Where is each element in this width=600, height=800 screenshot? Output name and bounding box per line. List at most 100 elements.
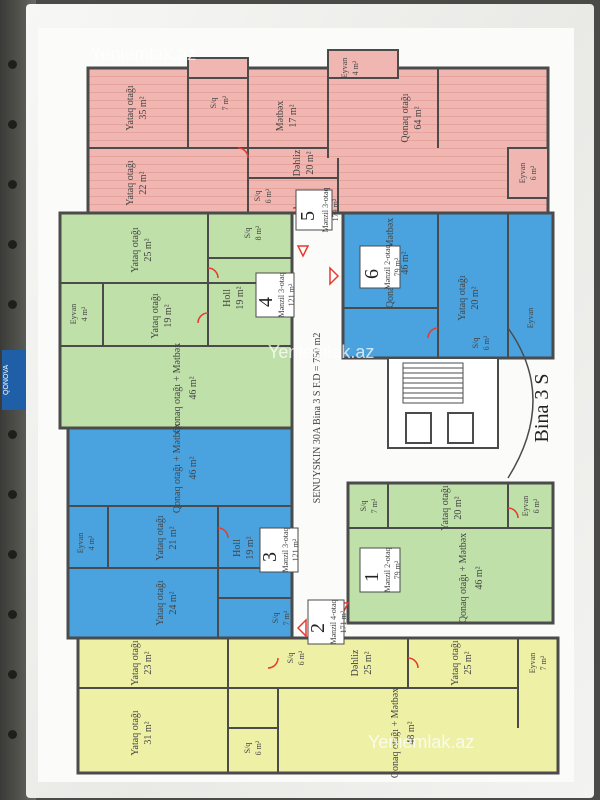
room-name: Holl [222, 289, 233, 307]
room-name: S/q [286, 653, 295, 664]
room-name: S/q [253, 191, 262, 202]
apartment-area: 179 m² [331, 198, 340, 221]
room-area: 7 m² [282, 610, 291, 625]
apartment-tag-1: 1 Mənzil 2-otaq 79 m² [359, 547, 402, 593]
room-area: 46 m² [188, 456, 199, 479]
room-name: Yataq otağı [130, 640, 141, 686]
punch-hole [8, 60, 17, 69]
punch-hole [8, 550, 17, 559]
room-name: Eyvan [69, 304, 78, 324]
building-note: SENUYSKIN 30A Bina 3 S F.D = 750 m2 [312, 333, 323, 504]
room-area: 24 m² [168, 591, 179, 614]
room-area: 46 m² [400, 251, 411, 274]
room-name: Mətbəx [275, 101, 286, 132]
stair-core [387, 327, 534, 479]
punch-hole [8, 430, 17, 439]
room-name: Dəhliz [292, 149, 303, 176]
punch-hole [8, 120, 17, 129]
room-area: 20 m² [470, 286, 481, 309]
room-area: 4 m² [87, 535, 96, 550]
room-area: 7 m² [370, 498, 379, 513]
apartment-type: Mənzil 3-otaq [321, 187, 330, 232]
punch-hole [8, 730, 17, 739]
apartment-tag-3: 3 Mənzil 3-otaq 121 m² [259, 527, 300, 572]
room-name: Qonaq otağı + Mətbəx [390, 688, 401, 778]
apartment-number: 1 [361, 572, 383, 582]
room-name: Qonaq otağı + Mətbəx [172, 343, 183, 433]
apartment-area: 121 m² [287, 283, 296, 306]
punch-hole [8, 180, 17, 189]
room-area: 21 m² [168, 526, 179, 549]
room-name: Yataq otağı [125, 160, 136, 206]
room-name: Yataq otağı [450, 640, 461, 686]
room-name: Yataq otağı [125, 85, 136, 131]
apartment-tag-2: 2 Mənzil 4-otaq 171 m² [307, 599, 348, 644]
apartment-number: 6 [361, 269, 383, 279]
room-name: Yataq otağı [457, 275, 468, 321]
room-area: 6 m² [297, 650, 306, 665]
room-area: 20 m² [305, 151, 316, 174]
apartment-tags: 5 Mənzil 3-otaq 179 m² 6 Mənzil 2-otaq 7… [255, 187, 402, 644]
room-area: 6 m² [529, 165, 538, 180]
apartment-number: 3 [259, 552, 281, 562]
punch-hole [8, 610, 17, 619]
room-name: Eyvan [518, 163, 527, 183]
apartment-3 [66, 426, 294, 640]
watermark: Yeniemlak.az [90, 44, 196, 64]
apartment-type: Mənzil 3-otaq [277, 272, 286, 317]
apartment-4-area [58, 211, 294, 430]
room-area: 22 m² [138, 171, 149, 194]
room-outline [187, 57, 249, 79]
room-name: Qonaq otağı + Mətbəx [172, 423, 183, 513]
room-name: Eyvan [340, 58, 349, 78]
room-area: 64 m² [413, 106, 424, 129]
room-outline [327, 49, 399, 79]
room-name: Eyvan [521, 496, 530, 516]
room-area: 6 m² [264, 188, 273, 203]
apartment-area: 79 m² [393, 560, 402, 579]
apartment-type: Mənzil 3-otaq [281, 527, 290, 572]
room-name: Yataq otağı [150, 293, 161, 339]
room-name: Qonaq otağı + Mətbəx [458, 533, 469, 623]
room-area: 20 m² [453, 496, 464, 519]
room-outline [507, 147, 549, 199]
apartment-number: 4 [255, 297, 277, 307]
apartment-area: 171 m² [339, 610, 348, 633]
punch-hole [8, 300, 17, 309]
room-name: Yataq otağı [130, 710, 141, 756]
room-area: 48 m² [406, 721, 417, 744]
apartment-type: Mənzil 4-otaq [329, 599, 338, 644]
room-name: S/q [243, 743, 252, 754]
room-name: Holl [232, 539, 243, 557]
room-area: 19 m² [163, 304, 174, 327]
punch-hole [8, 670, 17, 679]
room-name: S/q [243, 228, 252, 239]
room-area: 19 m² [235, 286, 246, 309]
entry-markers [296, 245, 350, 638]
apartment-number: 2 [307, 623, 329, 633]
apartment-3-area [66, 426, 294, 640]
apartment-area: 121 m² [291, 538, 300, 561]
room-area: 25 m² [363, 651, 374, 674]
room-area: 46 m² [188, 376, 199, 399]
apartment-tag-4: 4 Mənzil 3-otaq 121 m² [255, 272, 296, 317]
room-name: Qonaq otağı [400, 93, 411, 142]
room-name: Yataq otağı [155, 515, 166, 561]
room-area: 19 m² [245, 536, 256, 559]
punch-hole [8, 240, 17, 249]
watermark: Yeniemlak.az [368, 732, 474, 752]
apartment-type: Mənzil 2-otaq [383, 547, 392, 592]
room-area: 7 m² [221, 95, 230, 110]
room-name: Eyvan [76, 533, 85, 553]
room-name: Yataq otağı [440, 485, 451, 531]
watermark: Yeniemlak.az [268, 342, 374, 362]
room-area: 35 m² [138, 96, 149, 119]
floor-plan-sheet: Eyvan 4 m² S/q 7 m² Yataq otağı 35 m² Mə… [38, 28, 574, 782]
room-area: 46 m² [474, 566, 485, 589]
apartment-4 [58, 211, 294, 430]
room-name: Eyvan [526, 308, 535, 328]
room-area: 23 m² [143, 651, 154, 674]
room-area: 17 m² [288, 104, 299, 127]
floor-plan: Eyvan 4 m² S/q 7 m² Yataq otağı 35 m² Mə… [58, 44, 560, 778]
room-area: 8 m² [254, 225, 263, 240]
